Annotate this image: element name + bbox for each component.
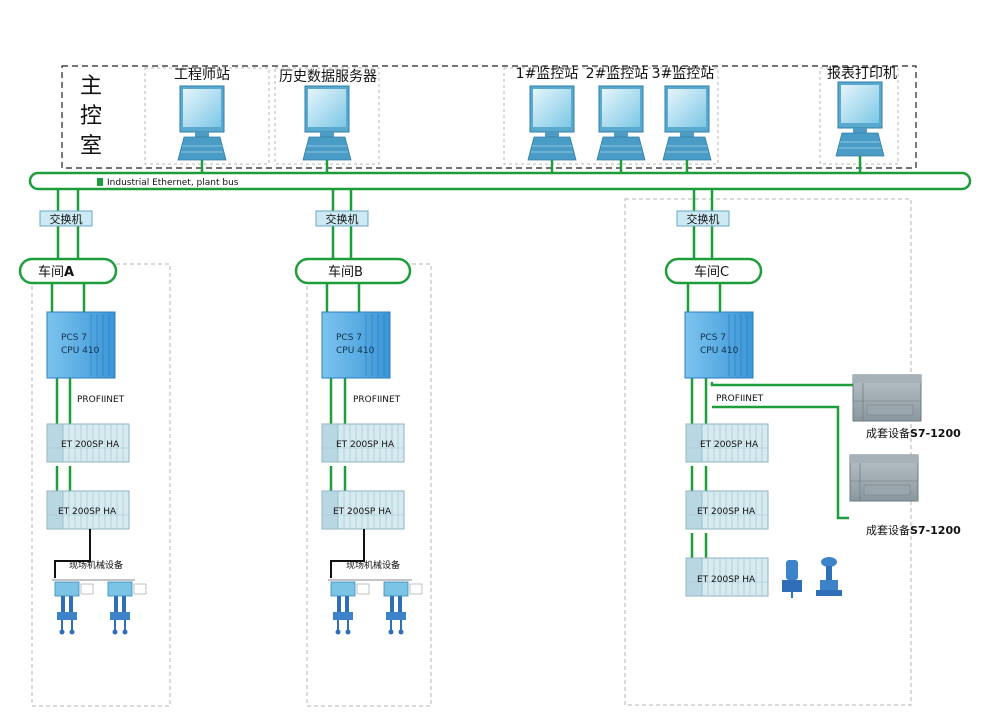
workshop-c-frame bbox=[624, 198, 912, 706]
io-c2-label: ET 200SP HA bbox=[697, 507, 756, 517]
bus-marker bbox=[97, 178, 103, 186]
io-b2-label: ET 200SP HA bbox=[333, 507, 392, 517]
switch-a-label: 交换机 bbox=[50, 212, 83, 226]
control-room-title-char: 控 bbox=[80, 104, 102, 129]
control-room-frame bbox=[61, 65, 917, 169]
workshop-c-links bbox=[686, 189, 854, 558]
control-valve-icon bbox=[816, 557, 842, 596]
io-b1-label: ET 200SP HA bbox=[336, 440, 395, 450]
workshop-a-ring-label: 车间A bbox=[38, 264, 74, 280]
history-server-label: 历史数据服务器 bbox=[279, 69, 377, 85]
workshop-c-ring bbox=[664, 257, 763, 285]
profinet-a-label: PROFIINET bbox=[77, 395, 125, 405]
cpu-c-line2: CPU 410 bbox=[700, 346, 739, 356]
io-c1-label: ET 200SP HA bbox=[700, 440, 759, 450]
switch-c-label: 交换机 bbox=[687, 212, 720, 226]
io-a1-label: ET 200SP HA bbox=[61, 440, 120, 450]
report-printer-icon bbox=[835, 81, 885, 157]
profinet-b-label: PROFIINET bbox=[353, 395, 401, 405]
monitor-station-3-label: 3#监控站 bbox=[652, 66, 715, 82]
field-device-icon bbox=[107, 581, 147, 636]
control-room-title-char: 室 bbox=[80, 134, 102, 159]
s7-1200-plc-icon bbox=[849, 454, 919, 502]
station-frame bbox=[503, 67, 719, 165]
workshop-b-frame bbox=[306, 263, 432, 707]
monitor-station-3-icon bbox=[662, 85, 712, 161]
cpu-c-line1: PCS 7 bbox=[700, 333, 726, 343]
profinet-c-label: PROFIINET bbox=[716, 394, 764, 404]
plant-bus-label: Industrial Ethernet, plant bus bbox=[107, 178, 239, 188]
transmitter-icon bbox=[782, 560, 802, 598]
history-server-icon bbox=[302, 85, 352, 161]
workshop-a-frame bbox=[31, 263, 171, 707]
workshop-a-ring bbox=[18, 257, 118, 285]
workshop-c-ring-label: 车间C bbox=[694, 264, 729, 280]
field-device-icon bbox=[383, 581, 423, 636]
field-device-icon bbox=[330, 581, 370, 636]
io-a2-label: ET 200SP HA bbox=[58, 507, 117, 517]
station-frame bbox=[144, 67, 270, 165]
cpu-b-line2: CPU 410 bbox=[336, 346, 375, 356]
monitor-station-2-label: 2#监控站 bbox=[586, 66, 649, 82]
engineer-station-label: 工程师站 bbox=[174, 67, 230, 83]
cpu-b-rack bbox=[321, 311, 391, 379]
cpu-b-line1: PCS 7 bbox=[336, 333, 362, 343]
monitor-station-1-icon bbox=[527, 85, 577, 161]
station-drops bbox=[200, 156, 862, 173]
control-room-title-char: 主 bbox=[80, 74, 102, 99]
field-cable-a bbox=[54, 529, 91, 578]
cpu-a-rack bbox=[46, 311, 116, 379]
workshop-b-ring-label: 车间B bbox=[328, 264, 363, 280]
switch-b-label: 交换机 bbox=[326, 212, 359, 226]
monitor-station-1-label: 1#监控站 bbox=[516, 66, 579, 82]
field-cable-b bbox=[330, 529, 365, 578]
workshop-b-ring bbox=[294, 257, 412, 285]
cpu-a-line2: CPU 410 bbox=[61, 346, 100, 356]
plant-bus bbox=[28, 171, 972, 191]
io-c3-label: ET 200SP HA bbox=[697, 575, 756, 585]
monitor-station-2-icon bbox=[596, 85, 646, 161]
field-device-icon bbox=[54, 581, 94, 636]
s7-1200-plc-icon bbox=[852, 374, 922, 422]
cpu-c-rack bbox=[684, 311, 754, 379]
plc-1-label: 成套设备S7-1200 bbox=[866, 426, 961, 440]
cpu-a-line1: PCS 7 bbox=[61, 333, 87, 343]
engineer-workstation-icon bbox=[177, 85, 227, 161]
plc-2-label: 成套设备S7-1200 bbox=[866, 523, 961, 537]
report-printer-label: 报表打印机 bbox=[827, 65, 897, 82]
field-b-label: 现场机械设备 bbox=[346, 559, 400, 571]
field-a-label: 现场机械设备 bbox=[69, 559, 123, 571]
